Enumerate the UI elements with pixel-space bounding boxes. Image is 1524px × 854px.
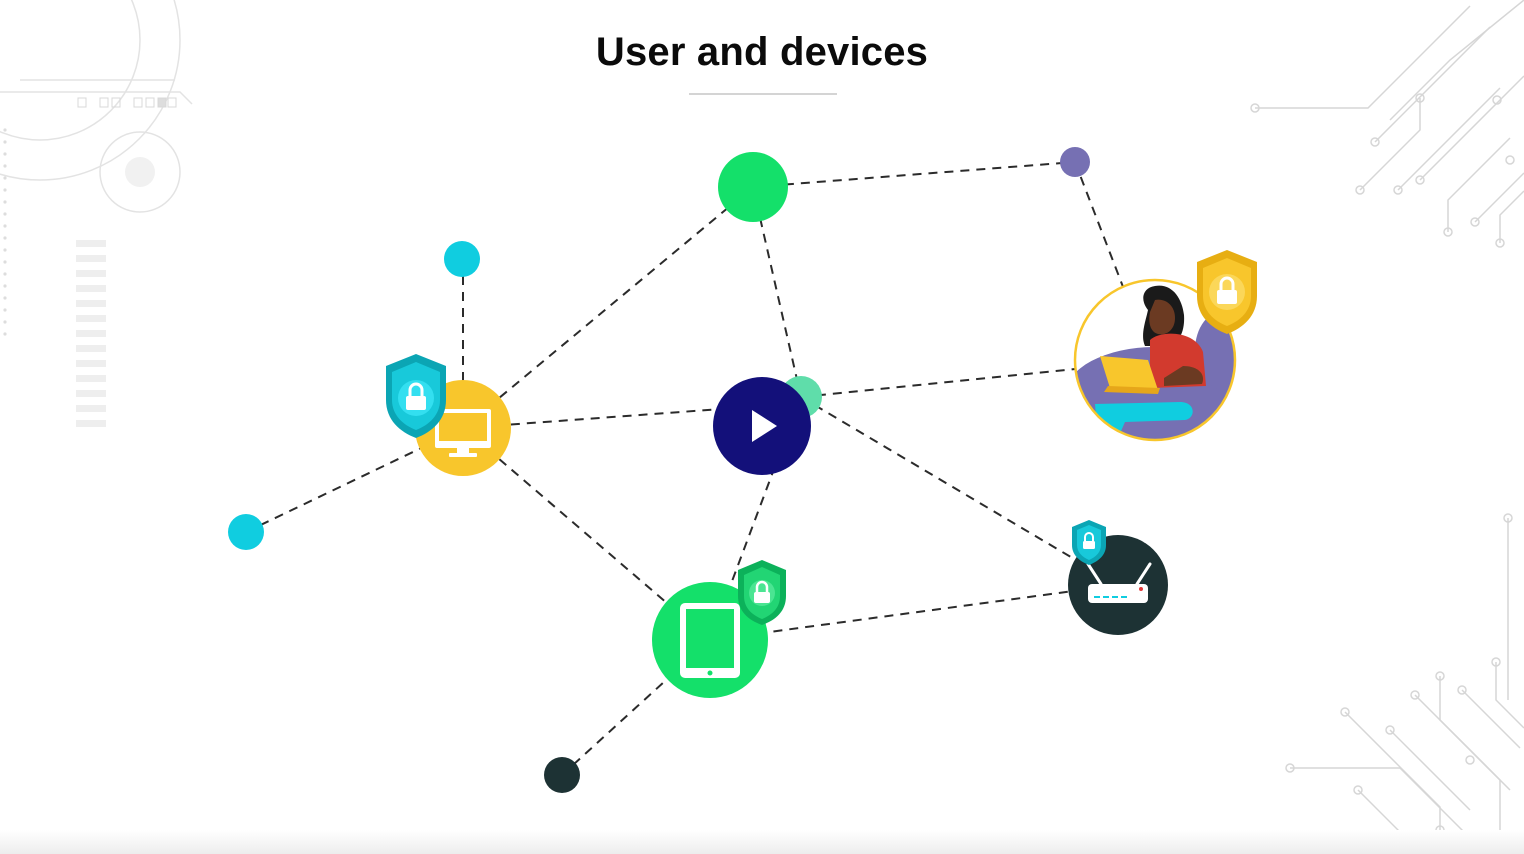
circuit-decoration-left-blocks: [76, 240, 106, 427]
user-node: [1073, 278, 1237, 442]
connection-line: [752, 186, 802, 398]
lock-shield-icon: [1072, 520, 1106, 565]
network-node: [544, 757, 580, 793]
connection-line: [752, 161, 1076, 188]
play-button[interactable]: [713, 377, 811, 475]
lock-shield-icon: [738, 560, 786, 625]
connection-line: [462, 186, 754, 429]
circuit-decoration-top-right: [1250, 0, 1524, 248]
connection-line: [709, 584, 1119, 641]
network-node: [1060, 147, 1090, 177]
connection-line: [800, 396, 1119, 586]
network-node: [444, 241, 480, 277]
connection-line: [1074, 161, 1136, 319]
connection-line: [462, 405, 763, 429]
tablet-node: [652, 582, 768, 698]
lock-shield-icon: [1197, 250, 1257, 334]
page-title: User and devices: [595, 30, 929, 74]
play-icon: [752, 410, 777, 442]
connection-line: [800, 367, 1086, 398]
router-icon: [1086, 562, 1152, 603]
network-node: [718, 152, 788, 222]
lock-shield-icon: [386, 354, 446, 438]
tablet-icon: [680, 603, 740, 678]
circuit-decoration-left-dots: [3, 128, 7, 336]
connection-line: [462, 427, 711, 641]
monitor-icon: [435, 409, 491, 457]
circuit-decoration-left-squares: [77, 97, 177, 108]
user-with-laptop-illustration: [1075, 285, 1235, 440]
bottom-edge: [0, 830, 1524, 854]
network-node: [228, 514, 264, 550]
title-underline: [689, 93, 837, 95]
circuit-decoration-left: [0, 0, 193, 213]
circuit-decoration-bottom-right: [1285, 513, 1524, 839]
